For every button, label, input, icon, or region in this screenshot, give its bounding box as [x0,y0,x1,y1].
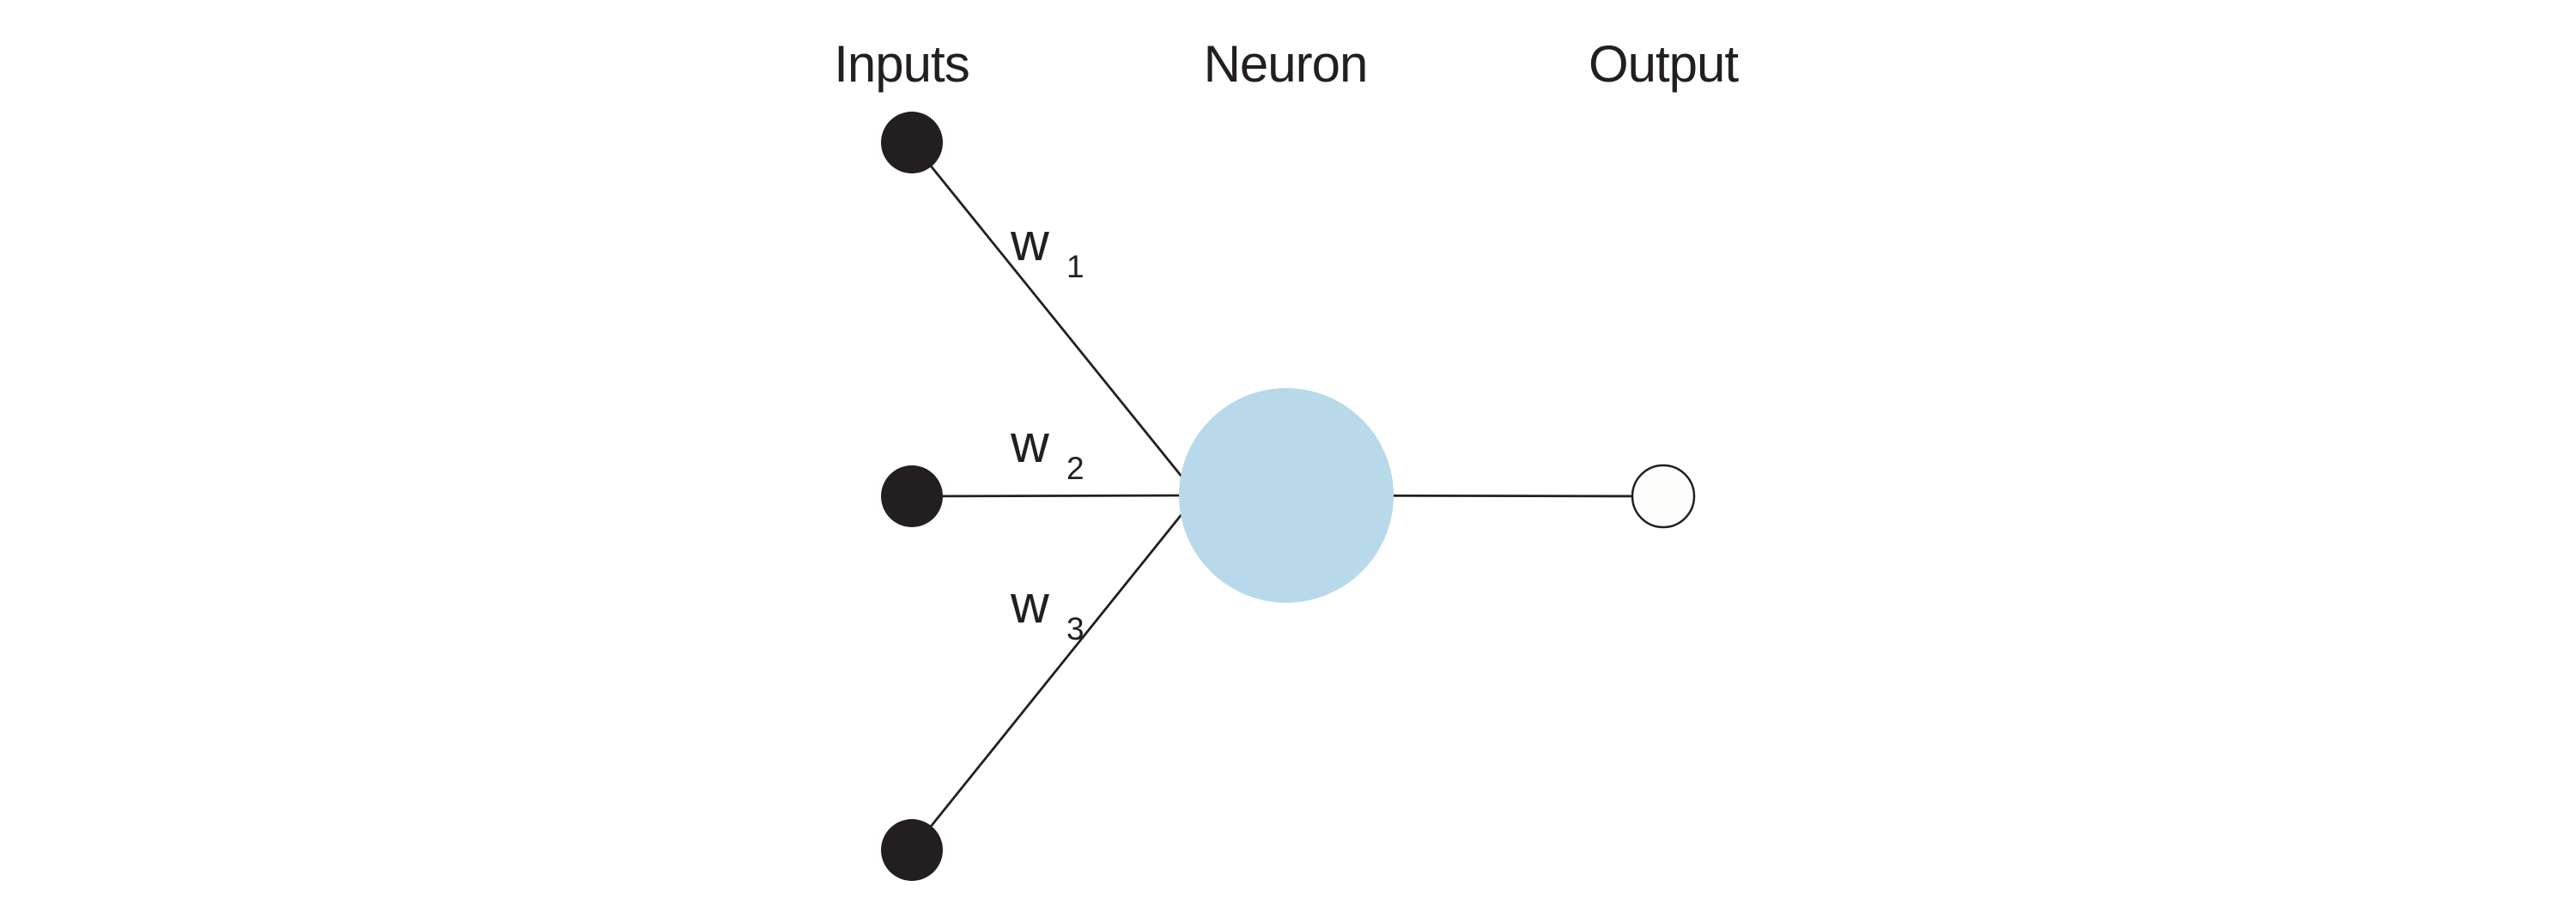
output-node [1631,464,1696,529]
input-node-2 [881,465,943,527]
column-header-neuron: Neuron [1204,35,1368,93]
weight-edge-1 [910,142,1188,483]
weight-base-3: w [1010,575,1049,635]
weight-sub-1: 1 [1066,249,1084,284]
column-header-inputs: Inputs [834,35,969,93]
column-header-output: Output [1589,35,1739,93]
weight-base-2: w [1010,415,1049,474]
input-node-3 [881,819,943,881]
weight-label-3: w 3 [1010,575,1084,647]
weight-label-1: w 1 [1010,213,1084,284]
weight-sub-2: 2 [1066,451,1084,486]
weight-label-2: w 2 [1010,415,1084,486]
weight-edge-2 [911,494,1188,498]
weight-sub-3: 3 [1066,611,1084,647]
neuron-node [1179,388,1394,603]
input-node-1 [881,112,943,173]
weight-edge-3 [910,508,1188,851]
weight-base-1: w [1010,213,1049,272]
